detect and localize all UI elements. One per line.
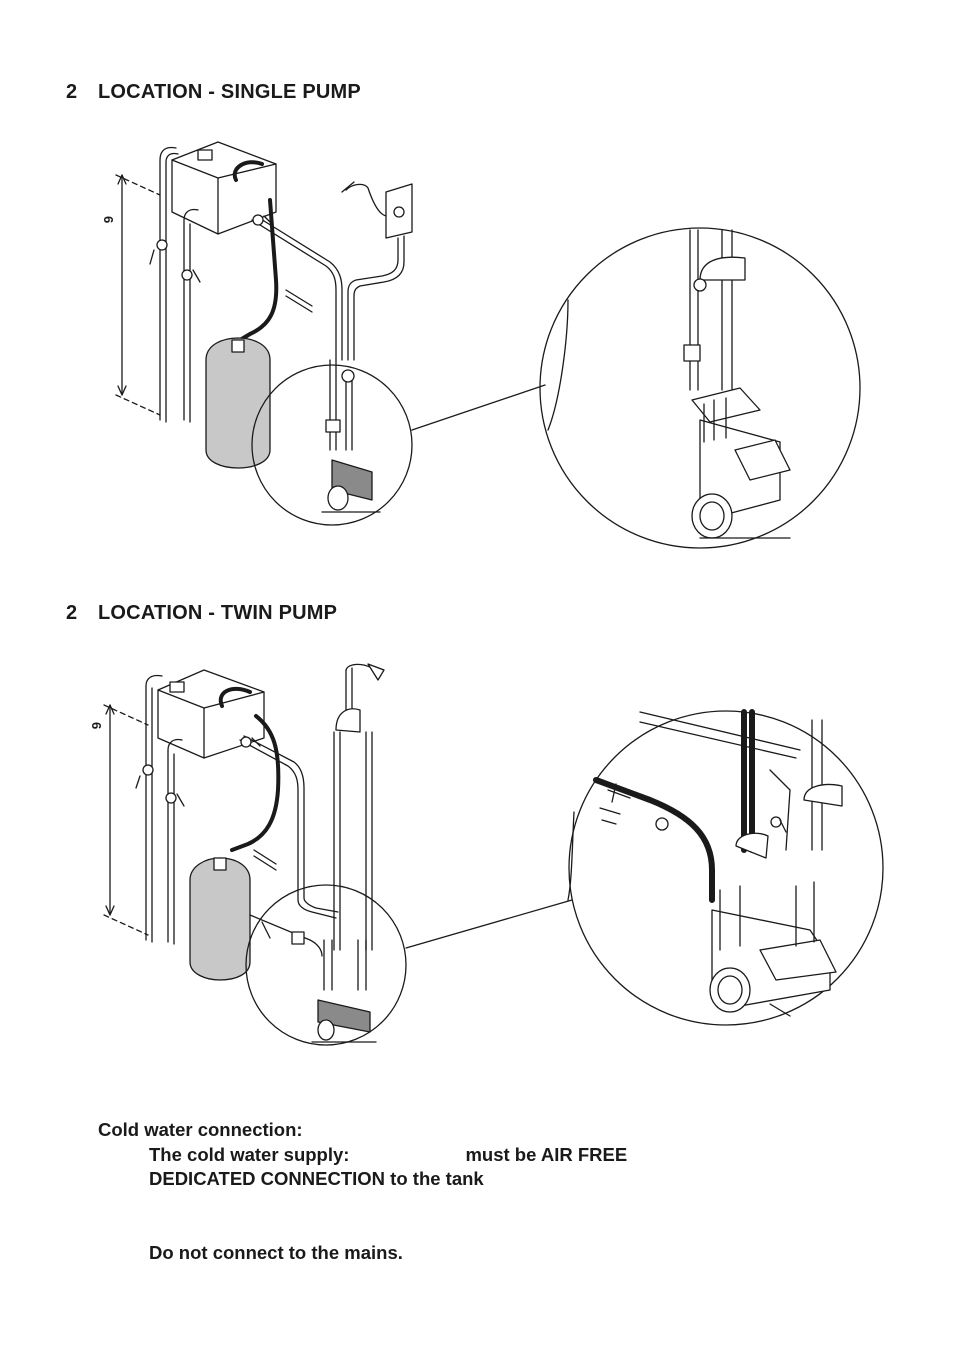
height-dimension <box>103 704 149 936</box>
pump-detail <box>547 229 791 539</box>
section-title: LOCATION - SINGLE PUMP <box>98 81 361 103</box>
detail-callout-circle <box>251 364 413 526</box>
cold-water-tank <box>171 141 277 235</box>
isolating-valves <box>149 214 273 283</box>
isolating-valves <box>135 736 261 807</box>
cold-water-notes: Cold water connection: The cold water su… <box>98 1118 627 1265</box>
supply-pipes <box>159 146 343 423</box>
cold-water-tank <box>157 669 265 759</box>
dedicated-connection-line: DEDICATED CONNECTION to the tank <box>149 1168 484 1189</box>
section-title: LOCATION - TWIN PUMP <box>98 602 338 624</box>
supply-pipes <box>145 674 339 945</box>
supply-line: The cold water supply: must be AIR FREE <box>98 1143 627 1168</box>
pump-small <box>321 359 381 513</box>
hot-water-cylinder <box>189 857 323 981</box>
detail-callout-line <box>411 384 546 431</box>
mains-warning: Do not connect to the mains. <box>149 1241 403 1263</box>
section-number: 2 <box>66 602 78 624</box>
single-pump-diagram: 6 <box>101 141 861 549</box>
section-number: 2 <box>66 81 78 103</box>
twin-pump-diagram: 6 <box>89 663 884 1046</box>
dimension-label: 6 <box>101 216 116 223</box>
notes-heading: Cold water connection: <box>98 1119 303 1140</box>
pump-detail <box>567 709 843 1017</box>
detail-magnified-circle <box>568 710 884 1026</box>
section-heading-twin-pump: 2 LOCATION - TWIN PUMP <box>66 602 337 625</box>
detail-magnified-circle <box>539 227 861 549</box>
detail-callout-line <box>405 899 573 949</box>
pump-small <box>311 939 377 1043</box>
detail-callout-circle <box>245 884 407 1046</box>
shower-riser <box>333 663 385 951</box>
section-heading-single-pump: 2 LOCATION - SINGLE PUMP <box>66 81 361 104</box>
supply-value: must be AIR FREE <box>465 1143 628 1165</box>
hot-water-cylinder <box>205 337 271 469</box>
supply-label: The cold water supply: <box>149 1143 350 1165</box>
height-dimension <box>115 174 161 416</box>
dimension-label: 6 <box>89 722 104 729</box>
shower-control <box>341 181 413 361</box>
